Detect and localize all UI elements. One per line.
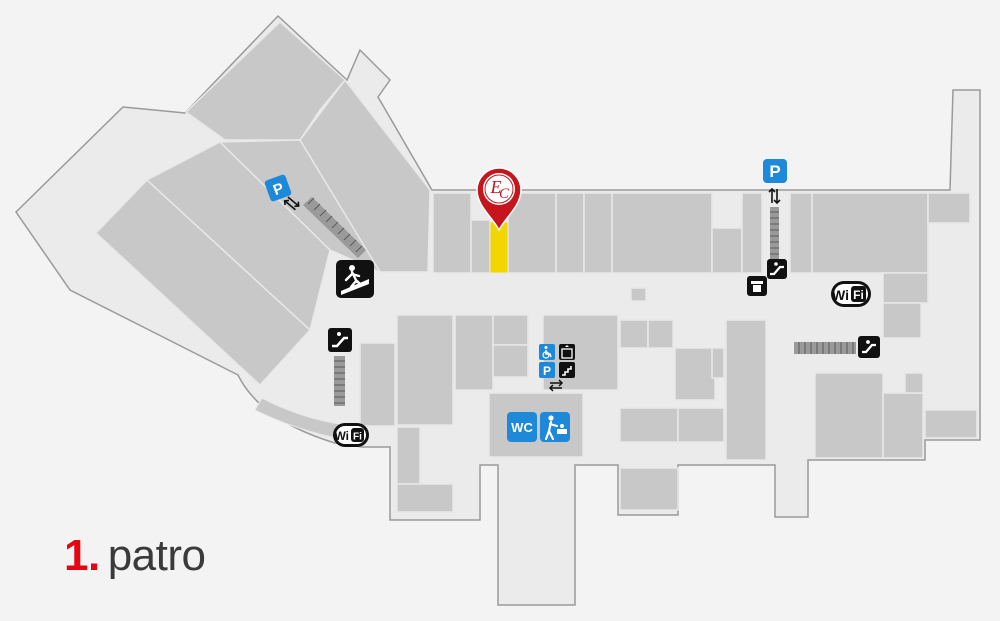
wifi-icon[interactable]: Wi Fi <box>831 281 871 307</box>
two-way-arrow-icon <box>283 196 300 211</box>
parking-icon[interactable]: P <box>539 362 555 378</box>
shop-row-center <box>359 287 978 513</box>
wifi-label-fi: Fi <box>853 288 864 302</box>
floor-word: patro <box>107 531 206 580</box>
baby-care-icon[interactable] <box>540 412 570 442</box>
escalator-icon[interactable] <box>858 336 880 358</box>
stairs-icon[interactable] <box>559 362 575 378</box>
two-way-arrow-icon <box>768 187 781 205</box>
elevator-icon[interactable] <box>559 344 575 360</box>
shop-row-north <box>432 192 971 339</box>
escalator-track-north <box>770 207 779 259</box>
parking-icon[interactable]: P <box>763 159 787 183</box>
parking-letter: P <box>543 364 551 378</box>
travelator-icon[interactable] <box>336 260 374 298</box>
wc-label: WC <box>511 420 533 435</box>
wc-icon[interactable]: WC <box>507 412 537 442</box>
escalator-icon[interactable] <box>767 259 787 279</box>
escalator-track-west <box>334 356 345 406</box>
pin-monogram-second: C <box>499 186 510 202</box>
floor-label: 1.patro <box>64 534 206 578</box>
atm-icon[interactable] <box>747 276 767 296</box>
wifi-label-fi: Fi <box>353 432 362 443</box>
escalator-track-east <box>794 342 856 354</box>
corridor-area <box>15 14 981 606</box>
two-way-arrow-icon <box>548 379 564 392</box>
pin-monogram-first: E <box>490 177 502 197</box>
wifi-icon[interactable]: Wi Fi <box>333 423 369 447</box>
store-location-pin[interactable]: E C <box>476 167 522 232</box>
parking-letter: P <box>769 162 780 181</box>
shop-block-northwest <box>94 20 431 387</box>
wheelchair-icon[interactable] <box>539 344 555 360</box>
travelator-track-northwest <box>303 197 366 258</box>
floor-number: 1. <box>64 531 100 580</box>
parking-icon[interactable]: P <box>264 174 292 202</box>
escalator-icon[interactable] <box>328 328 352 352</box>
wifi-label-wi: Wi <box>832 287 849 303</box>
wifi-label-wi: Wi <box>334 429 349 443</box>
